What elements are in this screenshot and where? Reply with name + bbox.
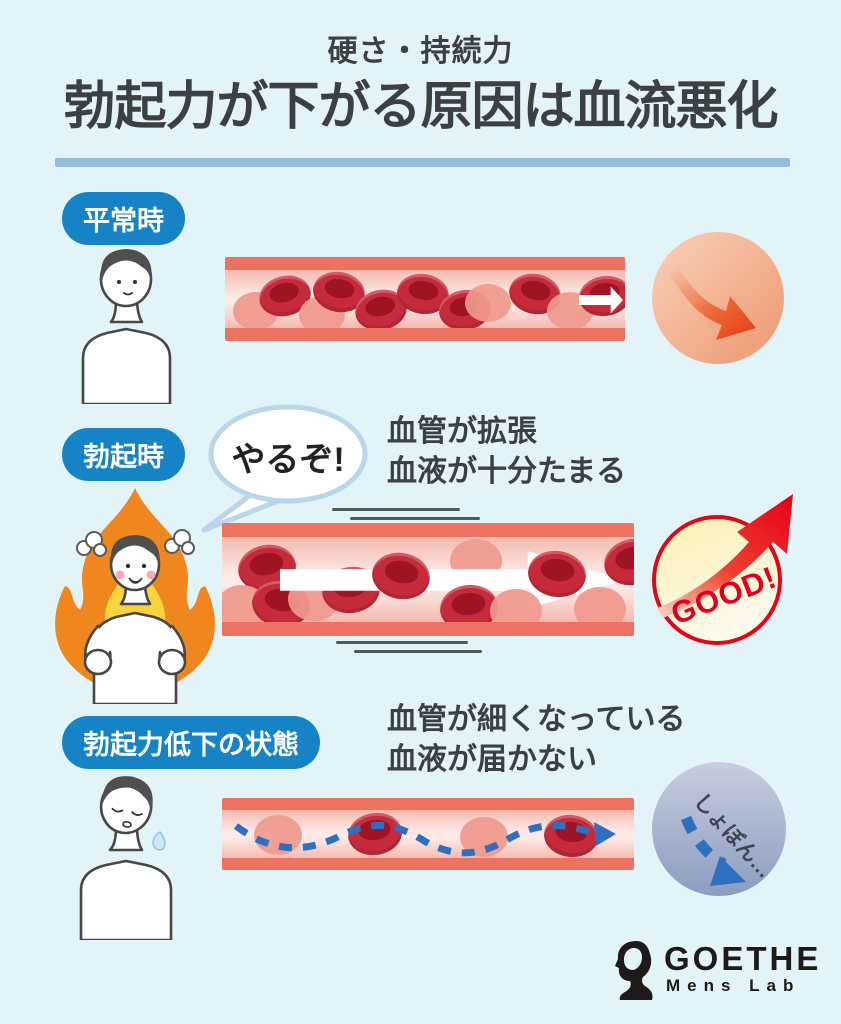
goethe-portrait-icon xyxy=(615,941,653,1000)
speech-bubble-text: やるぞ! xyxy=(231,441,345,479)
caption-decline: 血管が細くなっている 血液が届かない xyxy=(387,703,686,776)
header-subtitle: 硬さ・持続力 xyxy=(327,35,514,68)
weak-flow-dashed-arrow-icon xyxy=(233,821,616,857)
up-trend-arrow-icon xyxy=(657,494,793,618)
speech-bubble: やるぞ! xyxy=(198,402,370,534)
vessel-decline-lumen xyxy=(222,810,634,858)
vessel-erection-lumen xyxy=(222,537,634,622)
weak-dashed-down-arrow-icon xyxy=(680,815,746,886)
man-normal-illustration xyxy=(81,249,172,404)
speed-line xyxy=(350,517,480,520)
sweat-drop-icon xyxy=(152,831,166,851)
brand-name: GOETHE xyxy=(664,940,822,977)
vessel-normal xyxy=(225,257,625,341)
speed-line xyxy=(354,650,482,653)
page-title: 勃起力が下がる原因は血流悪化 xyxy=(63,78,778,136)
brand-subtitle: Mens Lab xyxy=(666,976,801,995)
shobon-badge: しょぼん… xyxy=(650,760,788,898)
speed-line xyxy=(336,641,468,644)
vessel-normal-lumen xyxy=(225,270,625,328)
vessel-decline xyxy=(222,798,634,870)
section-label-erection: 勃起時 xyxy=(62,428,185,481)
good-badge: GOOD! xyxy=(645,482,810,650)
man-dejected-illustration xyxy=(79,776,173,940)
section-label-decline: 勃起力低下の状態 xyxy=(62,716,320,769)
vessel-erection xyxy=(222,523,634,636)
man-fired-up-illustration xyxy=(55,488,215,704)
down-trend-arrow-icon xyxy=(652,232,784,364)
brand-logo: GOETHE Mens Lab xyxy=(612,940,822,1004)
title-divider xyxy=(55,158,790,167)
caption-erection: 血管が拡張 血液が十分たまる xyxy=(387,415,627,488)
speed-line xyxy=(332,508,460,511)
section-label-normal: 平常時 xyxy=(62,192,185,245)
